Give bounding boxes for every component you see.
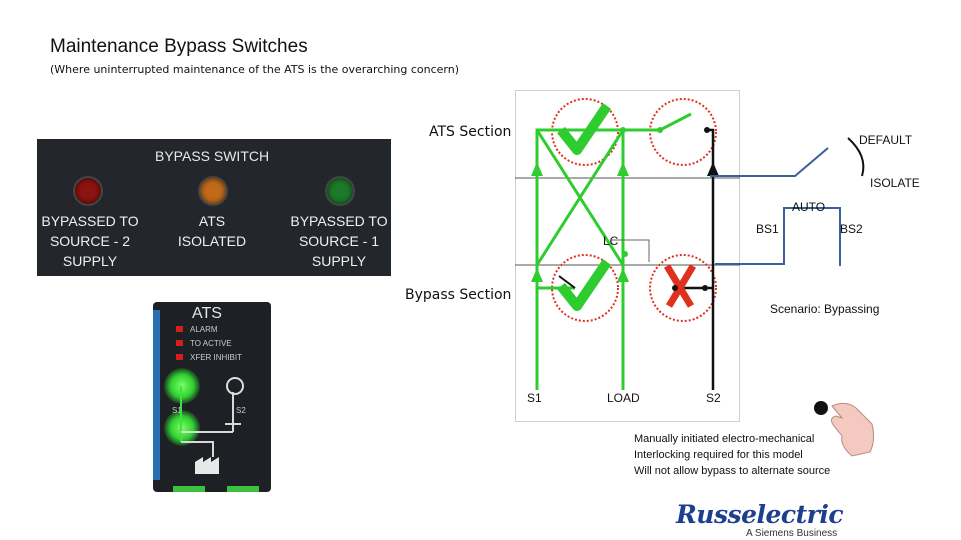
contact-dot-2 xyxy=(657,127,663,133)
brand-tagline: A Siemens Business xyxy=(746,528,838,539)
lamp-ats-isolated xyxy=(198,176,228,206)
default-isolate-arc xyxy=(847,137,865,177)
s2-arrow xyxy=(707,162,719,176)
note-line: Manually initiated electro-mechanical xyxy=(634,433,815,445)
ats-mini-diagram xyxy=(173,386,259,492)
contact-dot-3 xyxy=(704,127,710,133)
s1-arrow-top xyxy=(531,162,543,176)
bs-control-wiring xyxy=(715,207,841,266)
ats-closed-check xyxy=(557,103,612,155)
isolate-label: ISOLATE xyxy=(870,176,920,190)
s2-label: S2 xyxy=(706,391,721,405)
default-label: DEFAULT xyxy=(859,133,913,147)
bypass-notes: Manually initiated electro-mechanical In… xyxy=(634,431,830,479)
s1-riser xyxy=(535,128,630,390)
scenario-label: Scenario: Bypassing xyxy=(770,302,880,316)
ats-terminal-right xyxy=(227,486,259,492)
xfer-inhibit-led xyxy=(176,354,183,360)
load-arrow-top xyxy=(617,162,629,176)
bypass-s2-breaker-ring xyxy=(649,254,717,322)
bypass-one-line-diagram xyxy=(515,90,740,422)
ats-terminal-left xyxy=(173,486,205,492)
ats-section-label: ATS Section xyxy=(429,124,512,140)
factory-icon xyxy=(195,457,219,474)
isolation-switch-schematic xyxy=(710,137,865,266)
ats-s2-open-contact xyxy=(659,112,692,132)
bypass-section-label: Bypass Section xyxy=(405,287,512,303)
isolate-lead xyxy=(710,147,829,177)
lamp-bypass-s2 xyxy=(73,176,103,206)
ats-s2-label: S2 xyxy=(236,406,246,415)
diagram-frame xyxy=(515,90,740,422)
crossover-b xyxy=(535,129,625,266)
page-title: Maintenance Bypass Switches xyxy=(50,36,308,57)
s2-indicator-ring xyxy=(226,377,244,395)
pointing-hand-icon xyxy=(814,401,875,457)
flow-arrows xyxy=(531,162,629,282)
lc-interlock xyxy=(611,239,650,262)
contact-dot-1 xyxy=(620,127,626,133)
contact-dot-6 xyxy=(702,285,708,291)
ats-bus-lines xyxy=(181,431,233,457)
bypass-switch-panel xyxy=(37,139,391,276)
load-arrow-bottom xyxy=(617,268,629,282)
note-line: Will not allow bypass to alternate sourc… xyxy=(634,465,831,477)
contact-dot-4 xyxy=(622,251,628,257)
auto-label: AUTO xyxy=(792,200,826,214)
lc-label: LC xyxy=(603,234,619,248)
to-active-led xyxy=(176,340,183,346)
ats-side-strip xyxy=(153,310,160,480)
russelectric-logo: Russelectric xyxy=(676,500,844,529)
bs1-label: BS1 xyxy=(756,222,779,236)
bypass-closed-check xyxy=(557,259,612,311)
ats-s1-label: S1 xyxy=(172,406,182,415)
contact-dot-5 xyxy=(672,285,678,291)
ats-controller-title: ATS xyxy=(192,305,222,322)
ats-s1-breaker-ring xyxy=(551,98,619,166)
lamp-bypass-s1 xyxy=(325,176,355,206)
alarm-label: ALARM xyxy=(190,325,218,334)
bs2-label: BS2 xyxy=(840,222,863,236)
bypass-switch-panel-title: BYPASS SWITCH xyxy=(155,148,270,164)
s1-arrow-bottom xyxy=(531,268,543,282)
bypass-s1-breaker-ring xyxy=(551,254,619,322)
bypass-s1-open-contact xyxy=(558,275,576,289)
energized-paths xyxy=(535,128,660,390)
s1-label: S1 xyxy=(527,391,542,405)
push-button xyxy=(814,401,828,415)
hand-shape xyxy=(830,402,875,457)
xfer-inhibit-label: XFER INHIBIT xyxy=(190,353,243,362)
ats-s2-breaker-ring xyxy=(649,98,717,166)
alarm-led xyxy=(176,326,183,332)
page-subtitle: (Where uninterrupted maintenance of the … xyxy=(50,63,460,76)
to-active-label: TO ACTIVE xyxy=(190,339,232,348)
note-line: Interlocking required for this model xyxy=(634,449,803,461)
load-label: LOAD xyxy=(607,391,640,405)
bypass-s2-open-x xyxy=(663,264,697,308)
